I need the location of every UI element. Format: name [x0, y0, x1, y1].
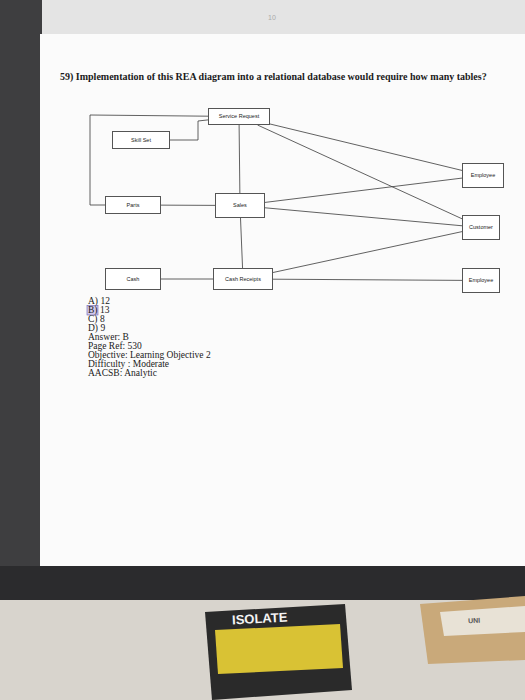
entity-name: Service Request — [219, 113, 259, 119]
monitor-edge — [0, 0, 42, 575]
box-label — [440, 606, 525, 636]
entity-box: Customer — [462, 215, 500, 240]
relationship-line — [90, 115, 208, 205]
aacsb-note: AACSB: Analytic — [88, 369, 157, 379]
box-print: UNI — [468, 617, 480, 625]
relationship-line — [170, 120, 208, 140]
entity-box: Parts — [105, 196, 161, 214]
packet-brand: ISOLATE — [232, 611, 288, 627]
relationship-line — [265, 178, 462, 202]
entity-name: Cash — [127, 276, 140, 282]
entity-box: Sales — [215, 193, 265, 218]
relationship-line — [258, 125, 462, 219]
packet-band — [215, 624, 343, 674]
entity-box: Service Request — [208, 108, 270, 125]
entity-name: Cash Receipts — [225, 276, 261, 282]
entity-name: Employee — [471, 172, 495, 178]
entity-name: Skill Set — [131, 137, 151, 143]
entity-name: Customer — [469, 224, 493, 230]
question-title: 59) Implementation of this REA diagram i… — [60, 72, 487, 82]
entity-name: Sales — [233, 202, 247, 208]
entity-box: Skill Set — [112, 131, 170, 149]
entity-box: Cash Receipts — [213, 268, 273, 290]
relationship-line — [239, 125, 241, 193]
relationship-line — [265, 208, 462, 226]
relationship-line — [273, 279, 462, 280]
cardboard-box — [420, 596, 525, 664]
document-page — [40, 34, 525, 566]
relationship-line — [161, 205, 215, 206]
relationship-line — [273, 232, 462, 273]
entity-name: Employee — [469, 277, 493, 283]
entity-name: Parts — [127, 202, 140, 208]
page-number: 10 — [268, 14, 276, 21]
entity-box: Cash — [105, 268, 161, 290]
entity-box: Employee — [462, 163, 504, 188]
relationship-line — [270, 124, 462, 170]
monitor-bezel — [0, 566, 525, 602]
entity-box: Employee — [462, 268, 500, 293]
snack-packet — [205, 604, 352, 700]
relationship-line — [161, 279, 213, 280]
relationship-line — [241, 218, 243, 268]
